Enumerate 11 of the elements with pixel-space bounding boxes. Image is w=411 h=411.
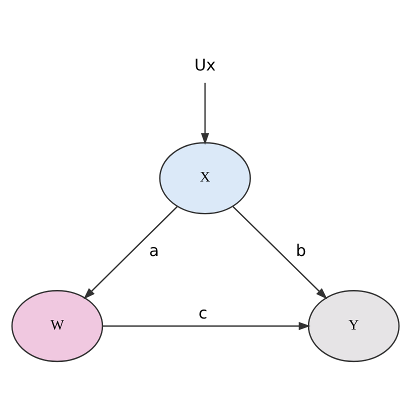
arrow bbox=[83, 206, 178, 299]
arrow bbox=[102, 321, 310, 330]
arrow bbox=[232, 206, 328, 299]
node-ellipse: W bbox=[11, 289, 104, 362]
node-ellipse: Y bbox=[308, 289, 400, 362]
edge-label: a bbox=[149, 240, 160, 260]
edge-label: b bbox=[296, 240, 306, 260]
node-text: Ux bbox=[194, 55, 216, 74]
edge-label: c bbox=[198, 302, 208, 322]
node-ellipse: X bbox=[159, 142, 251, 214]
arrow bbox=[200, 82, 210, 144]
